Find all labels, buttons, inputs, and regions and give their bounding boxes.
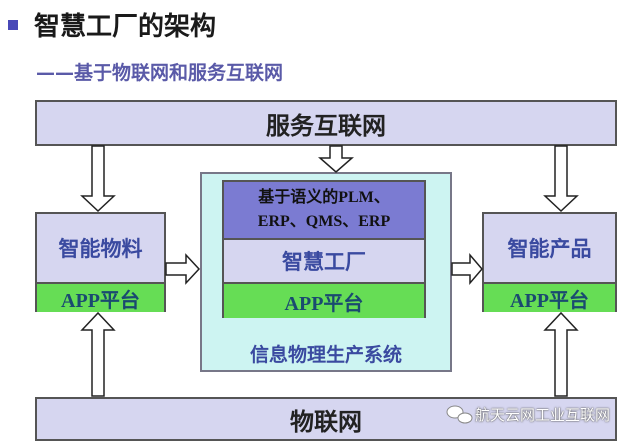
semantic-systems-block: 基于语义的PLM、 ERP、QMS、ERP [224,182,424,240]
left-app-platform: APP平台 [37,282,164,312]
cps-caption: 信息物理生产系统 [249,344,402,366]
smart-product-label: 智能产品 [507,237,592,261]
smart-material-label: 智能物料 [58,237,143,261]
watermark: 航天云网工业互联网 [475,406,611,424]
page-title: 智慧工厂的架构 [34,12,217,42]
down-arrow-center [318,145,354,173]
center-app-platform: APP平台 [224,282,424,318]
iot-bar: 物联网 [35,397,617,441]
up-arrow-right [543,311,579,397]
service-internet-bar: 服务互联网 [35,100,617,146]
smart-factory-label: 智慧工厂 [224,240,424,282]
smart-product-box: 智能产品 APP平台 [482,212,617,312]
page-subtitle: ——基于物联网和服务互联网 [36,62,284,84]
smart-material-box: 智能物料 APP平台 [35,212,166,312]
semantic-line-1: 基于语义的PLM、 [258,189,390,206]
bullet-icon [8,20,18,30]
semantic-line-2: ERP、QMS、ERP [257,213,391,230]
right-app-platform: APP平台 [484,282,615,312]
right-arrow-right [451,252,483,286]
down-arrow-left [80,145,116,213]
down-arrow-right [543,145,579,213]
right-arrow-left [165,253,201,285]
wechat-icon [446,405,473,424]
up-arrow-left [80,311,116,397]
smart-factory-stack: 基于语义的PLM、 ERP、QMS、ERP 智慧工厂 APP平台 [222,180,426,318]
